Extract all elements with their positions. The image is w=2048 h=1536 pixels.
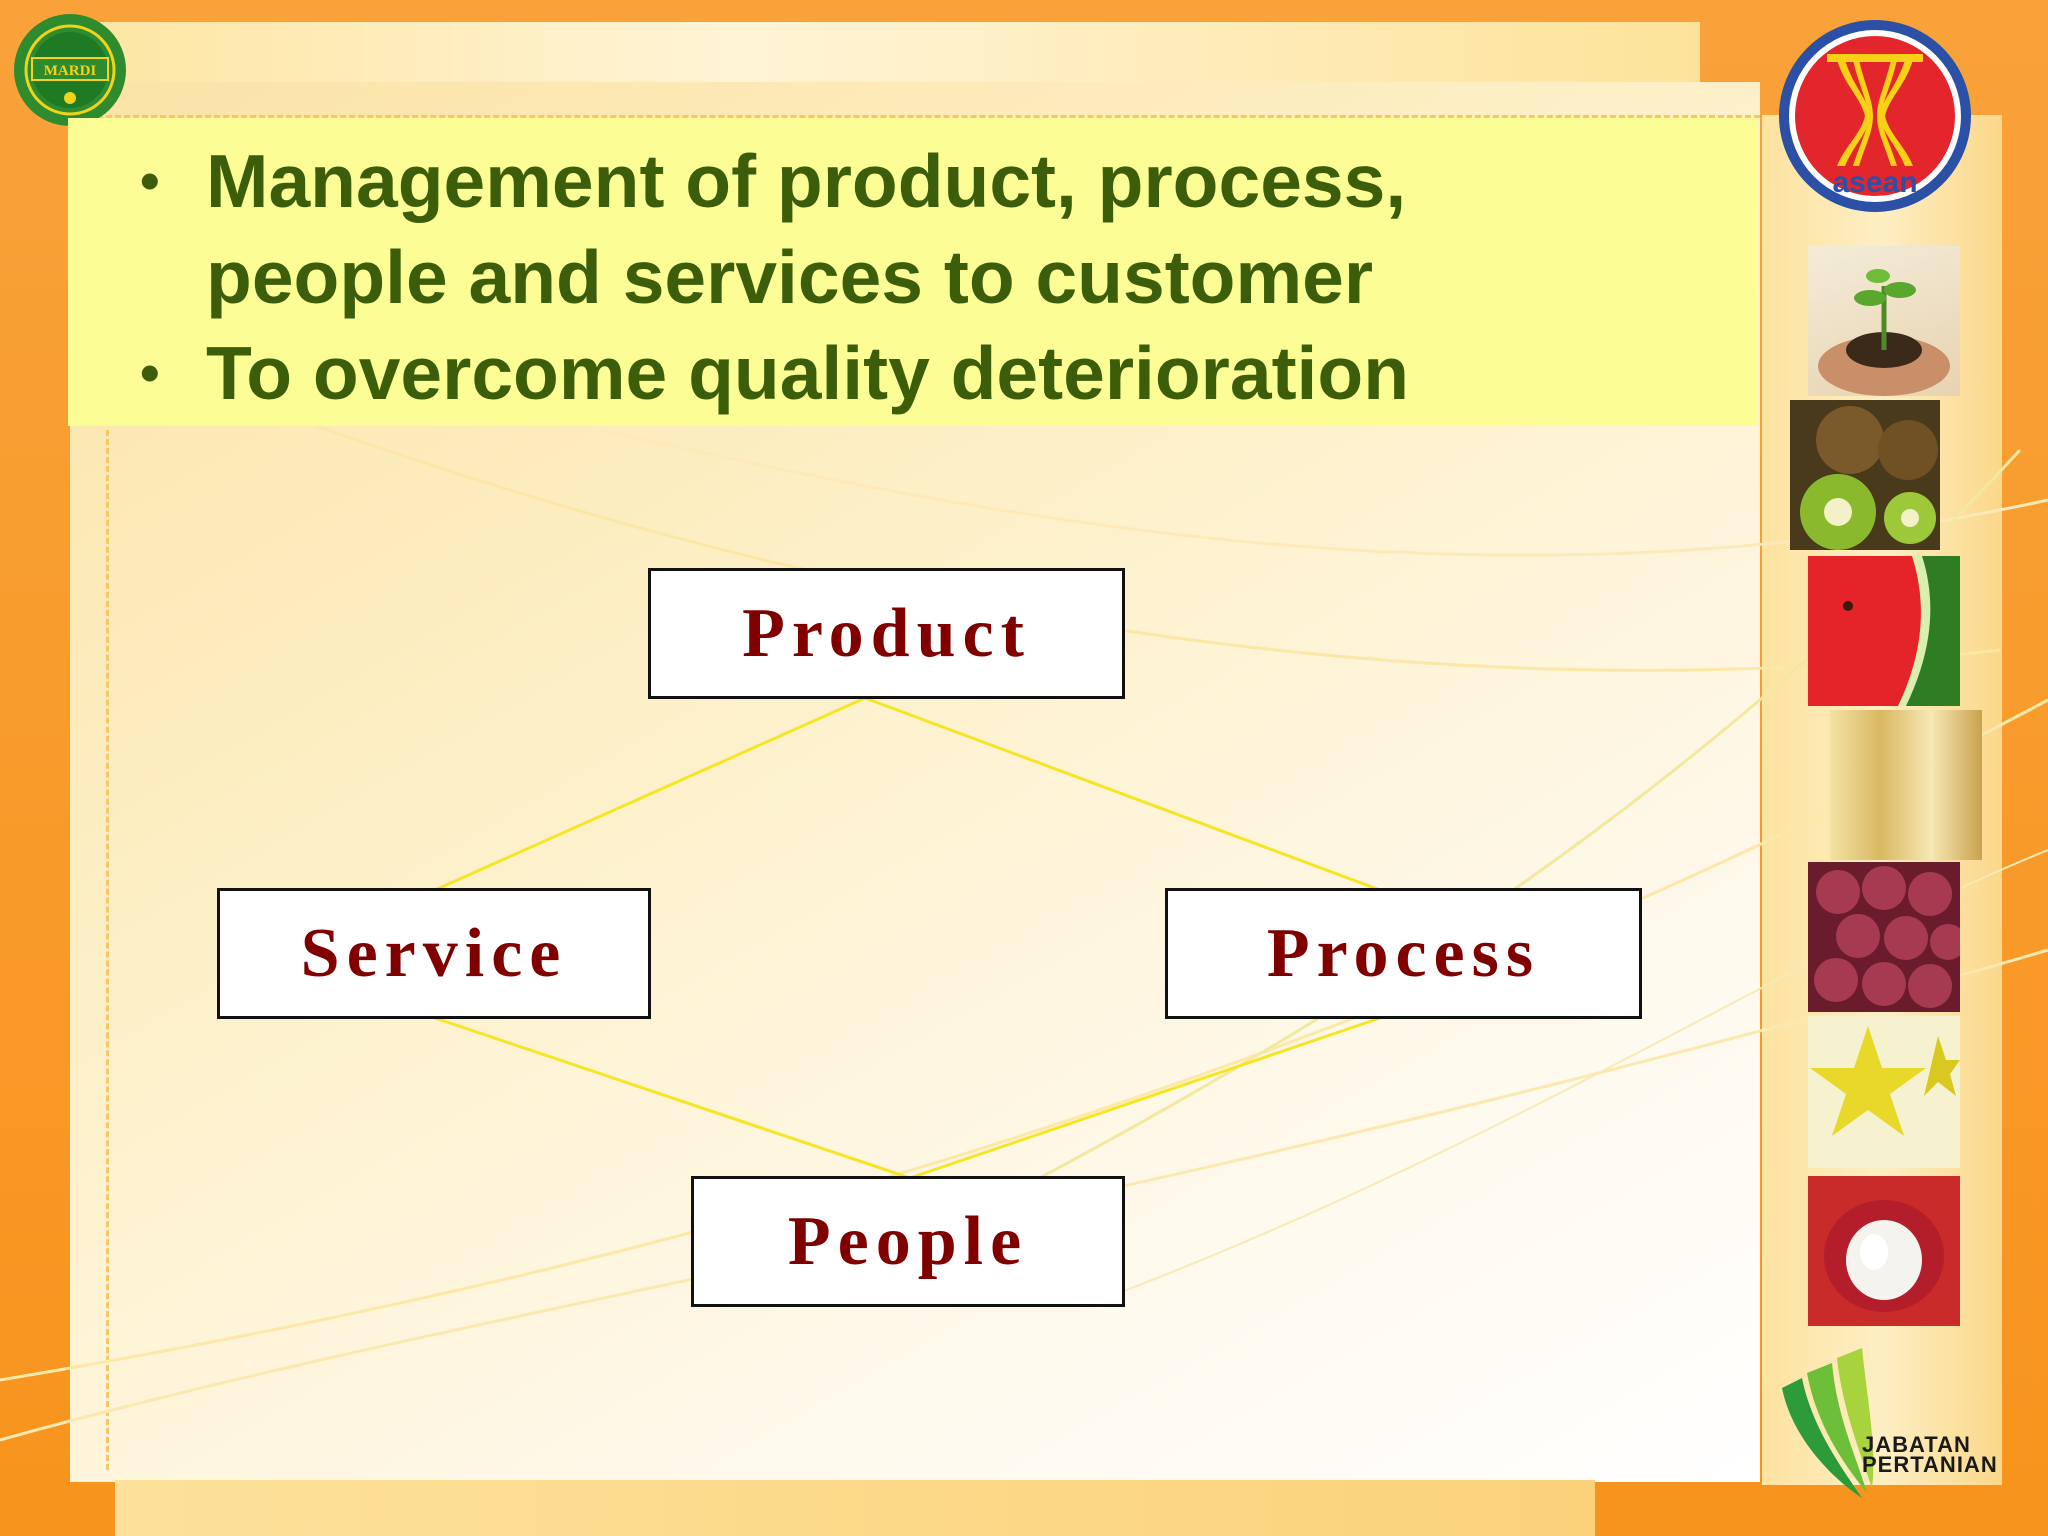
bullet-item-2: • To overcome quality deterioration [140, 328, 1409, 418]
photo-grapes [1808, 862, 1960, 1012]
dashed-divider [70, 115, 1760, 118]
photo-lemongrass [1830, 710, 1982, 860]
photo-starfruit [1808, 1016, 1960, 1168]
connector-product-process [864, 696, 1381, 892]
bullet-item-1: • Management of product, process, [140, 136, 1406, 226]
mardi-logo-text: MARDI [44, 63, 97, 79]
jabatan-logo-line1: JABATAN [1862, 1432, 1971, 1457]
bottom-band [115, 1480, 1595, 1536]
dashed-margin-line [106, 430, 109, 1470]
asean-logo-text: asean [1832, 166, 1917, 199]
photo-rambutan [1808, 1176, 1960, 1326]
bullet-item-1-text-line2: people and services to customer [206, 235, 1374, 319]
node-product: Product [648, 568, 1125, 699]
jabatan-pertanian-logo [1782, 1348, 1874, 1498]
bullet-item-1-continuation: people and services to customer [140, 232, 1373, 322]
connector-product-service [434, 696, 866, 892]
node-people: People [691, 1176, 1125, 1307]
node-service: Service [217, 888, 651, 1019]
bullet-box [68, 118, 1758, 426]
mardi-logo: MARDI [14, 14, 126, 126]
bullet-item-1-text: Management of product, process, [206, 139, 1407, 223]
connector-service-people [434, 1016, 911, 1180]
photo-kiwi-fruit [1790, 400, 1940, 550]
connector-process-people [909, 1016, 1381, 1180]
node-process: Process [1165, 888, 1642, 1019]
jabatan-logo-line2: PERTANIAN [1862, 1452, 1998, 1477]
photo-watermelon [1808, 556, 1960, 706]
photo-seedling-in-hands [1808, 246, 1960, 396]
bullet-marker: • [140, 341, 160, 404]
bullet-marker: • [140, 149, 160, 212]
asean-logo: asean [1779, 20, 1971, 212]
bullet-item-2-text: To overcome quality deterioration [206, 331, 1410, 415]
